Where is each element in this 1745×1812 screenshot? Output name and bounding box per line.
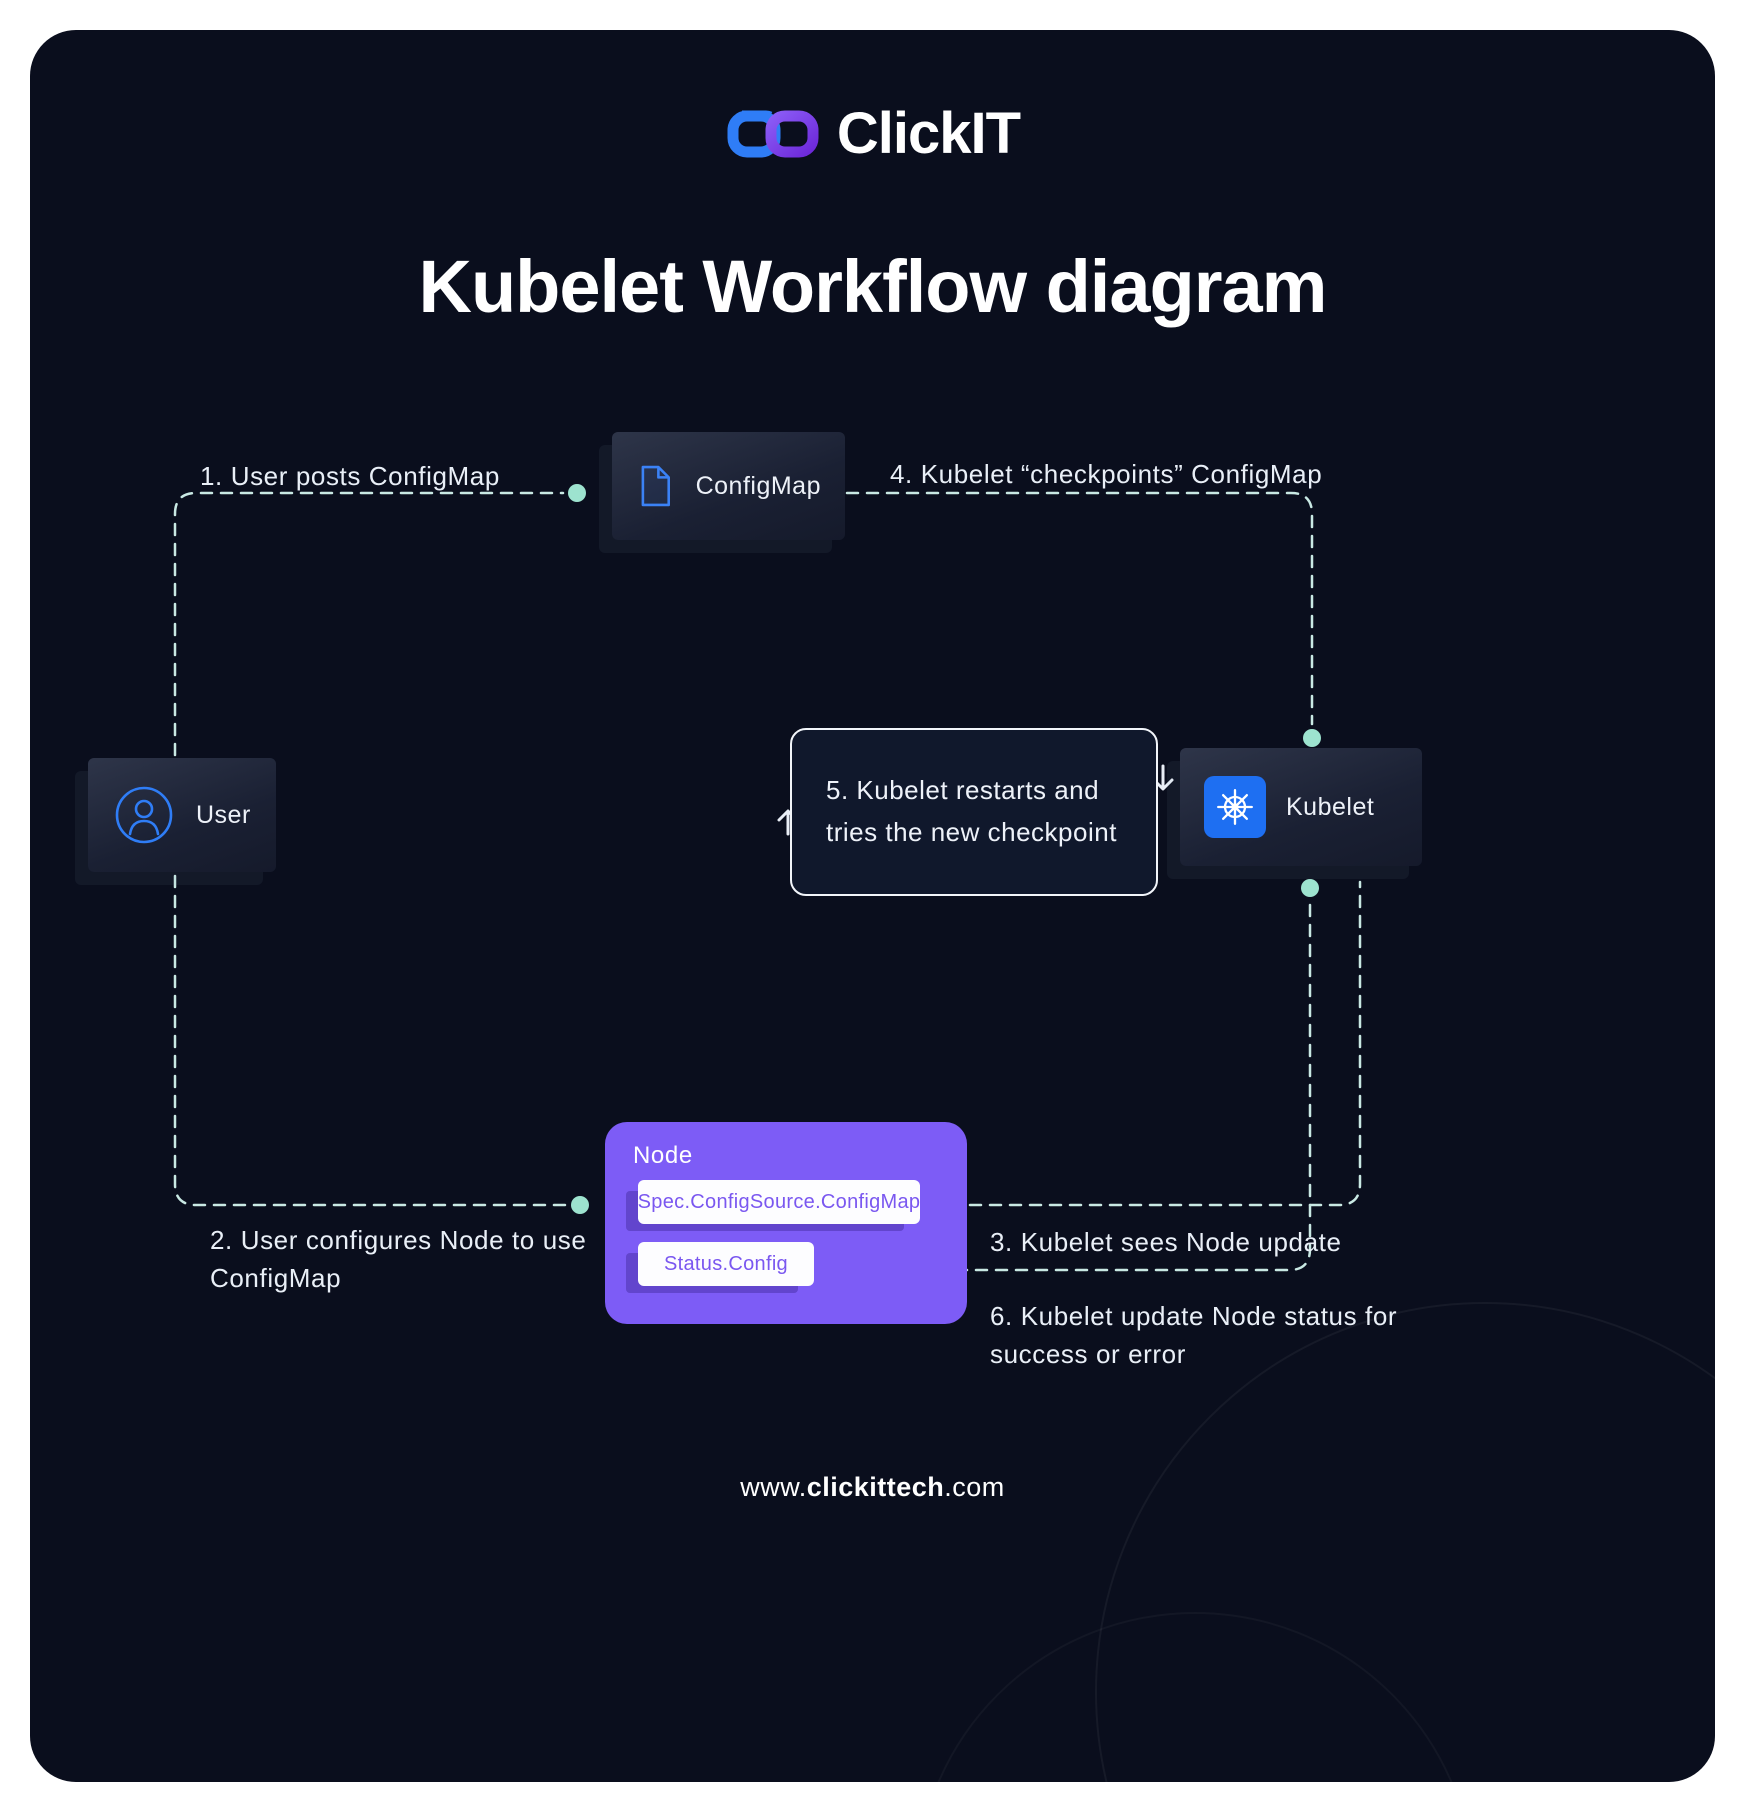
kubernetes-helm-icon (1217, 789, 1253, 825)
configmap-node: ConfigMap (612, 432, 845, 540)
document-icon (641, 465, 670, 507)
edge-label-step1: 1. User posts ConfigMap (200, 461, 500, 491)
status-config-label: Status.Config (664, 1252, 788, 1275)
connector-dot (571, 1196, 589, 1214)
brand-name: ClickIT (836, 101, 1021, 166)
footer-url: www.clickittech.com (30, 1472, 1715, 1503)
kubernetes-badge (1204, 776, 1266, 838)
edge-step4-line (845, 491, 1314, 726)
diagram-card: ClickIT Kubelet Workflow diagram ConfigM… (30, 30, 1715, 1782)
footer-url-suffix: .com (944, 1472, 1005, 1502)
decorative-arc (915, 1612, 1475, 1782)
footer-url-prefix: www. (740, 1472, 807, 1502)
edge-label-step4: 4. Kubelet “checkpoints” ConfigMap (890, 459, 1323, 489)
brand-logo: ClickIT (30, 100, 1715, 167)
connector-dot (1301, 879, 1319, 897)
decorative-arc (1095, 1302, 1715, 1782)
edge-step2-line (173, 874, 568, 1207)
kubelet-node: Kubelet (1180, 748, 1422, 866)
configmap-label: ConfigMap (695, 471, 821, 500)
restart-note: 5. Kubelet restarts and tries the new ch… (790, 728, 1158, 896)
kubelet-label: Kubelet (1286, 792, 1375, 821)
status-config-chip: Status.Config (638, 1242, 814, 1286)
edge-label-step3: 3. Kubelet sees Node update (990, 1227, 1342, 1257)
connector-dot (568, 484, 586, 502)
page-title: Kubelet Workflow diagram (418, 245, 1328, 328)
edge-label-step6: 6. Kubelet update Node status for succes… (990, 1301, 1398, 1369)
user-node: User (88, 758, 276, 872)
spec-configsource-chip: Spec.ConfigSource.ConfigMap (638, 1180, 920, 1224)
edge-step3-line (968, 880, 1362, 1207)
edge-label-step2: 2. User configures Node to use ConfigMap (210, 1225, 587, 1293)
footer-url-name: clickittech (806, 1472, 945, 1502)
node-box: Node Spec.ConfigSource.ConfigMap Status.… (605, 1122, 967, 1324)
connector-dot (1303, 729, 1321, 747)
node-title: Node (633, 1142, 693, 1169)
user-label: User (196, 800, 251, 829)
chain-link-icon (727, 110, 819, 157)
user-icon (115, 786, 173, 844)
restart-note-text: 5. Kubelet restarts and tries the new ch… (826, 775, 1117, 847)
spec-configsource-label: Spec.ConfigSource.ConfigMap (637, 1190, 921, 1213)
edge-step1-line (173, 491, 565, 757)
